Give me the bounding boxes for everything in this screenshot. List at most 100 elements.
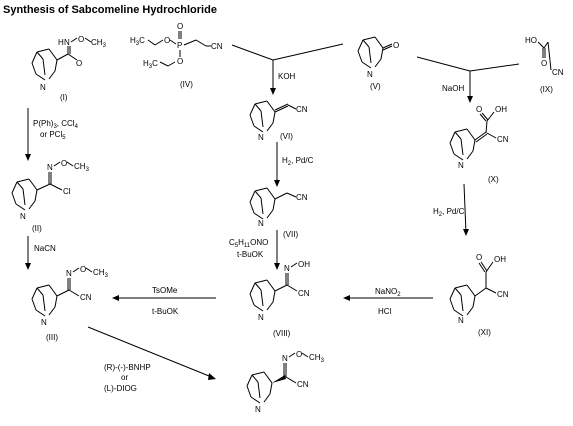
ketone-oxygen: O	[393, 41, 399, 50]
compound-label: (X)	[488, 175, 499, 184]
compound-v: O N (V)	[357, 36, 399, 91]
svg-text:t-BuOK: t-BuOK	[237, 250, 264, 259]
chlorine: Cl	[63, 187, 71, 196]
compound-label: (VII)	[283, 230, 298, 239]
compound-viii: N N OH CN (VIII)	[249, 260, 310, 338]
compound-vi: N CN (VI)	[249, 100, 308, 142]
compound-label: (XI)	[478, 328, 491, 337]
reagent-xi-viii-2: HCl	[378, 307, 392, 316]
reagent-to-x: NaOH	[442, 84, 464, 93]
carboxyl-hydroxyl: OH	[495, 105, 507, 114]
nitrile-group: CN	[80, 293, 92, 302]
ring-nitrogen: N	[258, 219, 264, 228]
reagent-i-ii: P(Ph)3, CCl4 or PCl5	[33, 119, 79, 141]
scheme-title: Synthesis of Sabcomeline Hydrochloride	[3, 4, 217, 16]
carbonyl-oxygen: O	[76, 59, 82, 68]
ring-nitrogen: N	[258, 313, 264, 322]
merge-arrow-iv-v	[231, 43, 344, 95]
methoxy-oxygen: O	[296, 350, 302, 359]
svg-text:H3C: H3C	[143, 59, 158, 70]
nitrile-group: CN	[297, 380, 309, 389]
reagent-vii-viii: C5H11ONO t-BuOK	[229, 238, 268, 259]
carboxyl-hydroxyl: OH	[494, 255, 506, 264]
arrow-i-to-ii	[25, 108, 31, 161]
compound-label: (VI)	[280, 132, 293, 141]
arrow-xi-to-viii	[343, 295, 433, 301]
compound-label: (II)	[32, 224, 42, 233]
imine-nitrogen: N	[47, 163, 53, 172]
ring-nitrogen: N	[20, 212, 26, 221]
compound-label: (I)	[60, 93, 68, 102]
compound-iv: H3C O P O CN O H3C (IV)	[130, 22, 223, 89]
reagent-iii-product: (R)-(-)-BNHP or (L)-DIOG	[104, 363, 151, 393]
phosphoryl-oxygen: O	[177, 22, 183, 31]
ester-oxygen-1: O	[164, 36, 170, 45]
compound-label: (IX)	[540, 85, 553, 94]
reagent-xi-viii-1: NaNO2	[375, 287, 401, 298]
ring-nitrogen: N	[41, 318, 47, 327]
arrow-vi-to-vii	[274, 142, 280, 187]
methyl-group: CH3	[309, 353, 325, 364]
imine-nitrogen: N	[284, 264, 290, 273]
methoxy-oxygen: O	[80, 265, 86, 274]
compound-vii: N CN (VII)	[249, 187, 308, 239]
arrow-viii-to-iii	[112, 295, 216, 301]
reagent-vi-vii: H2, Pd/C	[282, 156, 314, 167]
carbonyl-oxygen: O	[476, 253, 482, 262]
compound-ix: HO O CN (IX)	[525, 36, 564, 94]
compound-label: (V)	[370, 82, 381, 91]
nitrile-group: CN	[211, 42, 223, 51]
svg-text:H3C: H3C	[130, 36, 145, 47]
reagent-viii-iii-2: t-BuOK	[152, 307, 179, 316]
ring-nitrogen: N	[458, 161, 464, 170]
svg-text:P(Ph)3, CCl4: P(Ph)3, CCl4	[33, 119, 79, 130]
methoxy-oxygen: O	[61, 159, 67, 168]
imine-nitrogen: N	[282, 354, 288, 363]
ring-nitrogen: N	[367, 70, 373, 79]
reagent-to-vi: KOH	[278, 72, 296, 81]
amide-h: H	[58, 38, 64, 47]
carbonyl-oxygen: O	[476, 105, 482, 114]
amide-nitrogen: N	[64, 38, 70, 47]
compound-i: N O H N O CH3 (I)	[31, 35, 107, 102]
svg-text:or: or	[121, 373, 128, 382]
compound-label: (VIII)	[273, 329, 291, 338]
reagent-viii-iii-1: TsOMe	[152, 286, 178, 295]
nitrile-group: CN	[296, 105, 308, 114]
nitrile-group: CN	[497, 135, 509, 144]
compound-xi: N O OH CN (XI)	[449, 253, 509, 337]
nitrile-group: CN	[552, 68, 564, 77]
nitrile-group: CN	[298, 289, 310, 298]
arrow-iii-to-product	[87, 326, 216, 380]
reagent-ii-iii: NaCN	[34, 244, 56, 253]
phosphorus: P	[177, 41, 182, 50]
compound-label: (III)	[46, 333, 58, 342]
ester-oxygen-2: O	[177, 57, 183, 66]
ring-nitrogen: N	[40, 83, 46, 92]
ring-nitrogen: N	[258, 133, 264, 142]
svg-text:(R)-(-)-BNHP: (R)-(-)-BNHP	[104, 363, 151, 372]
merge-arrow-v-ix	[416, 56, 520, 103]
compound-iii: N N O CH3 CN (III)	[31, 265, 109, 342]
imine-nitrogen: N	[66, 269, 72, 278]
hydroxyl: HO	[525, 36, 537, 45]
arrow-vii-to-viii	[274, 230, 280, 270]
nitrile-group: CN	[497, 290, 509, 299]
ring-nitrogen: N	[458, 316, 464, 325]
ring-nitrogen: N	[255, 405, 261, 414]
methoxy-oxygen: O	[78, 35, 84, 44]
svg-text:C5H11ONO: C5H11ONO	[229, 238, 268, 249]
methyl-group: CH3	[91, 38, 107, 49]
compound-ii: N N O CH3 Cl (II)	[11, 159, 90, 233]
nitrile-group: CN	[296, 193, 308, 202]
svg-text:(L)-DIOG: (L)-DIOG	[104, 384, 137, 393]
methyl-group: CH3	[74, 162, 90, 173]
compound-label: (IV)	[180, 80, 193, 89]
oxime-hydroxyl: OH	[298, 260, 310, 269]
product-sabcomeline: N N O CH3 CN	[246, 350, 325, 414]
methyl-group: CH3	[93, 268, 109, 279]
carbonyl-oxygen: O	[541, 59, 547, 68]
arrow-ii-to-iii	[25, 236, 31, 270]
reagent-x-xi: H2, Pd/C	[433, 207, 465, 218]
